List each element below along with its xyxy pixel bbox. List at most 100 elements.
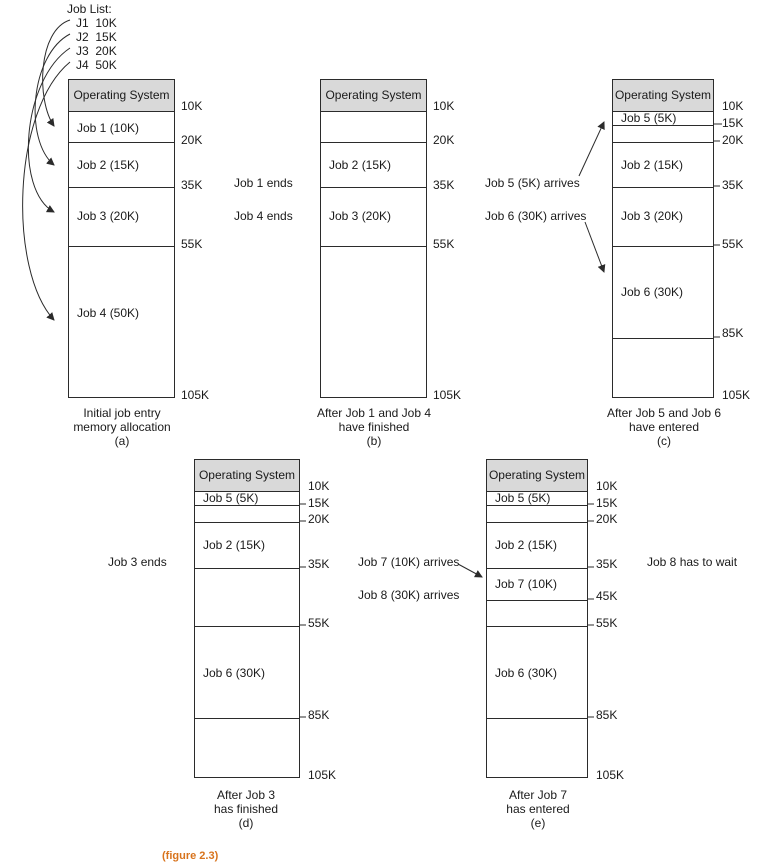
job-list-item: J4 50K xyxy=(76,58,117,72)
partition-line xyxy=(69,187,174,188)
arrow-job5 xyxy=(578,121,605,177)
job-block-label: Job 3 (20K) xyxy=(77,209,140,223)
event-job4-ends: Job 4 ends xyxy=(234,209,293,223)
memory-panel-b: Operating System Job 2 (15K) Job 3 (20K) xyxy=(320,79,427,398)
job-block-label: Job 2 (15K) xyxy=(621,158,684,172)
arrow-job6 xyxy=(584,221,606,273)
os-block: Operating System xyxy=(195,460,299,492)
partition-line xyxy=(613,125,713,126)
arrow-j4 xyxy=(22,61,71,321)
address-label: 35K xyxy=(596,557,618,571)
partition-line xyxy=(321,246,426,247)
partition-line xyxy=(69,246,174,247)
address-label: 105K xyxy=(596,768,625,782)
job-block-label: Job 7 (10K) xyxy=(495,577,558,591)
address-label: 105K xyxy=(308,768,337,782)
job-block-label: Job 2 (15K) xyxy=(77,158,140,172)
arrow-job7 xyxy=(457,563,483,578)
address-label: 55K xyxy=(433,237,455,251)
partition-line xyxy=(613,246,713,247)
os-block: Operating System xyxy=(613,80,713,112)
job-block-label: Job 4 (50K) xyxy=(77,306,140,320)
partition-line xyxy=(321,142,426,143)
address-label: 15K xyxy=(308,496,330,510)
address-label: 20K xyxy=(308,512,330,526)
address-label: 15K xyxy=(596,496,618,510)
job-block-label: Job 2 (15K) xyxy=(495,538,558,552)
partition-line xyxy=(487,626,587,627)
os-block: Operating System xyxy=(487,460,587,492)
job-list-title: Job List: xyxy=(67,2,112,16)
partition-line xyxy=(487,522,587,523)
partition-line xyxy=(487,718,587,719)
address-label: 35K xyxy=(308,557,330,571)
os-block: Operating System xyxy=(69,80,174,112)
address-label: 10K xyxy=(308,479,330,493)
partition-line xyxy=(69,142,174,143)
partition-line xyxy=(321,187,426,188)
address-label: 15K xyxy=(722,116,744,130)
partition-line xyxy=(487,600,587,601)
event-job7-arrives: Job 7 (10K) arrives xyxy=(358,555,460,569)
partition-line xyxy=(195,568,299,569)
partition-line xyxy=(195,718,299,719)
partition-line xyxy=(613,338,713,339)
event-job3-ends: Job 3 ends xyxy=(108,555,167,569)
partition-line xyxy=(613,187,713,188)
memory-panel-a: Operating System Job 1 (10K) Job 2 (15K)… xyxy=(68,79,175,398)
address-label: 85K xyxy=(308,708,330,722)
job-block-label: Job 3 (20K) xyxy=(329,209,392,223)
address-label: 10K xyxy=(181,99,203,113)
memory-panel-c: Operating System Job 5 (5K) Job 2 (15K) … xyxy=(612,79,714,398)
job-block-label: Job 2 (15K) xyxy=(329,158,392,172)
job-block-label: Job 6 (30K) xyxy=(495,666,558,680)
partition-line xyxy=(195,505,299,506)
address-label: 35K xyxy=(433,178,455,192)
memory-panel-d: Operating System Job 5 (5K) Job 2 (15K) … xyxy=(194,459,300,778)
job-list-item: J2 15K xyxy=(76,30,117,44)
job-block-label: Job 1 (10K) xyxy=(77,121,140,135)
address-label: 105K xyxy=(722,388,751,402)
address-label: 35K xyxy=(181,178,203,192)
arrow-j2 xyxy=(34,33,71,166)
job-block-label: Job 6 (30K) xyxy=(203,666,266,680)
event-job1-ends: Job 1 ends xyxy=(234,176,293,190)
os-block: Operating System xyxy=(321,80,426,112)
job-block-label: Job 5 (5K) xyxy=(203,491,259,505)
job-block-label: Job 2 (15K) xyxy=(203,538,266,552)
event-job8-waits: Job 8 has to wait xyxy=(647,555,738,569)
address-label: 10K xyxy=(722,99,744,113)
address-label: 20K xyxy=(181,133,203,147)
partition-line xyxy=(195,626,299,627)
address-label: 105K xyxy=(181,388,210,402)
address-label: 10K xyxy=(433,99,455,113)
partition-line xyxy=(487,505,587,506)
partition-line xyxy=(487,568,587,569)
job-block-label: Job 6 (30K) xyxy=(621,285,684,299)
arrow-j3 xyxy=(28,47,71,213)
address-label: 20K xyxy=(433,133,455,147)
address-label: 45K xyxy=(596,589,618,603)
address-label: 10K xyxy=(596,479,618,493)
event-job6-arrives: Job 6 (30K) arrives xyxy=(485,209,587,223)
event-job8-arrives: Job 8 (30K) arrives xyxy=(358,588,460,602)
address-label: 105K xyxy=(433,388,462,402)
partition-line xyxy=(195,522,299,523)
job-block-label: Job 3 (20K) xyxy=(621,209,684,223)
job-block-label: Job 5 (5K) xyxy=(495,491,551,505)
job-list-item: J3 20K xyxy=(76,44,117,58)
memory-panel-e: Operating System Job 5 (5K) Job 2 (15K) … xyxy=(486,459,588,778)
address-label: 55K xyxy=(181,237,203,251)
partition-line xyxy=(613,142,713,143)
address-label: 55K xyxy=(596,616,618,630)
address-label: 55K xyxy=(308,616,330,630)
address-label: 55K xyxy=(722,237,744,251)
address-label: 85K xyxy=(722,326,744,340)
address-label: 35K xyxy=(722,178,744,192)
